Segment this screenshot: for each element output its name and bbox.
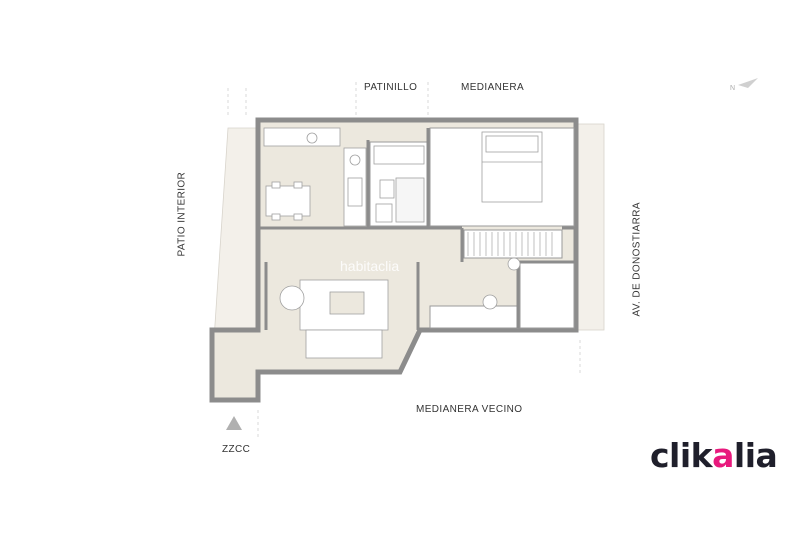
label-patinillo: PATINILLO (364, 82, 418, 93)
balcony-right (577, 123, 605, 331)
watermark-text: habitaclia (340, 258, 400, 274)
living-room-furniture (279, 257, 521, 359)
label-av-donostiarra: AV. DE DONOSTIARRA (631, 202, 643, 317)
bathroom-fixtures (373, 145, 425, 223)
bed (481, 131, 543, 203)
svg-text:N: N (730, 85, 735, 92)
interior-walls (258, 128, 576, 330)
brand-logo-part1: clik (650, 436, 713, 475)
kitchen (263, 127, 367, 227)
label-medianera: MEDIANERA (461, 82, 525, 93)
entrance-triangle-icon (226, 416, 242, 430)
label-medianera-vecino: MEDIANERA VECINO (416, 404, 523, 415)
brand-logo: clikalia (650, 436, 778, 475)
north-arrow-icon: N (730, 78, 758, 92)
label-patio-interior: PATIO INTERIOR (176, 171, 188, 257)
brand-logo-part3: lia (733, 436, 778, 475)
dining-table (265, 181, 311, 221)
brand-logo-accent: a (712, 436, 734, 475)
label-zzcc: ZZCC (222, 444, 251, 455)
closet (467, 232, 553, 256)
reference-lines (227, 82, 581, 440)
